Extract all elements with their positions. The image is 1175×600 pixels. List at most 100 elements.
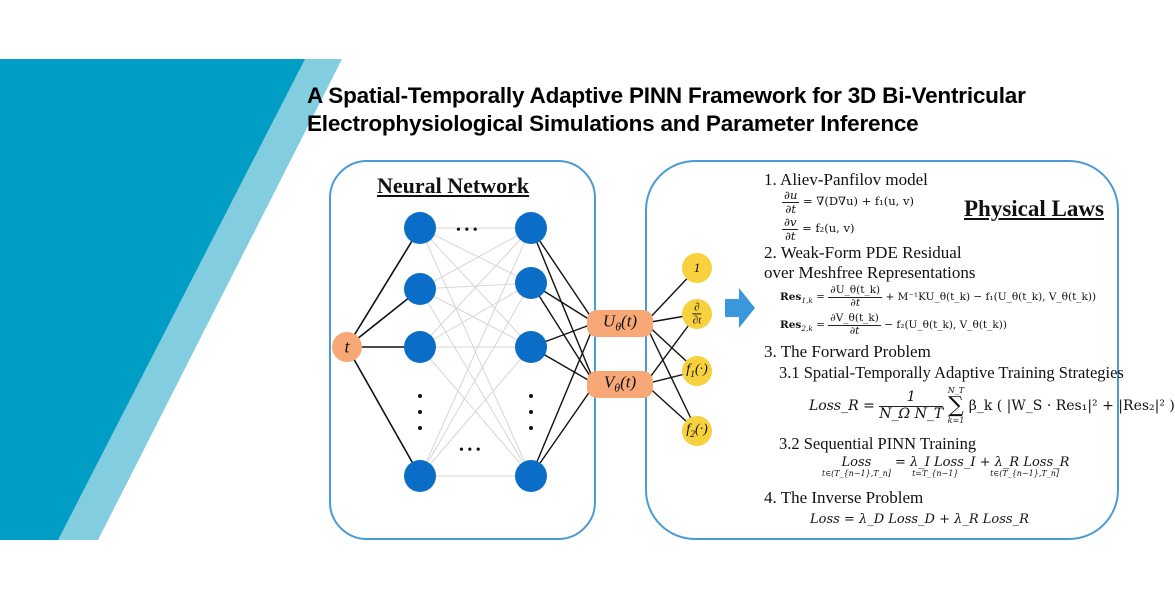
output-node-u [587, 310, 653, 337]
operator-node [682, 416, 712, 446]
hidden-node [515, 460, 547, 492]
ellipsis-dot [529, 394, 533, 398]
aliev-eq-1: ∂u∂t = ∇(D∇u) + f₁(u, v) [782, 189, 914, 215]
res1-num: ∂U_θ(t_k) [828, 284, 883, 298]
physical-laws-panel [645, 160, 1119, 540]
op-ddt-den: ∂t [692, 314, 702, 327]
aliev-eq-2: ∂v∂t = f₂(u, v) [782, 216, 854, 242]
ellipsis-bottom: • • • [459, 443, 481, 458]
op-ddt-num: ∂ [692, 301, 702, 315]
res2-num: ∂V_θ(t_k) [828, 312, 881, 326]
op-f2-arg: (·) [694, 422, 708, 438]
section-2-heading-line-1: 2. Weak-Form PDE Residual [764, 243, 962, 262]
hidden-edge [419, 282, 532, 477]
arrow-icon [725, 288, 755, 328]
seq-eq-under: t=T_{n−1} [912, 469, 959, 478]
output-u-symbol: U [602, 311, 616, 331]
hidden-node [404, 331, 436, 363]
title-line-2: Electrophysiological Simulations and Par… [307, 111, 919, 136]
framework-figure: Neural Network Physical Laws t Uθ(t) Vθ(… [327, 153, 1175, 540]
hidden-edge [419, 346, 532, 477]
op-f1-arg: (·) [694, 362, 708, 378]
hidden-node [404, 273, 436, 305]
output-v-sub: θ [614, 380, 621, 395]
op-f1-label: f1(·) [686, 362, 708, 380]
residual-eq-1: Res1,k = ∂U_θ(t_k)∂t + M⁻¹KU_θ(t_k) − f₁… [780, 284, 1097, 309]
output-edge [530, 227, 596, 324]
ellipsis-dot [418, 394, 422, 398]
eq1-rhs: = ∇(D∇u) + f₁(u, v) [803, 194, 914, 209]
res2-lhs: Res [780, 319, 802, 332]
eq1-den: ∂t [785, 201, 796, 216]
loss-r-num: 1 [879, 389, 944, 407]
output-u-arg: (t) [621, 311, 638, 331]
network-graph [332, 212, 755, 492]
op-ddt-label: ∂∂t [692, 301, 702, 327]
output-v-arg: (t) [620, 372, 637, 392]
ellipsis-dot [418, 410, 422, 414]
residual-eq-2: Res2,k = ∂V_θ(t_k)∂t − f₂(U_θ(t_k), V_θ(… [780, 312, 1007, 337]
output-edge [530, 383, 596, 477]
seq-loss: Loss [841, 455, 872, 470]
sum-sign: ∑ [948, 393, 964, 418]
hidden-edge [419, 282, 532, 290]
seq-eq: = λ_I Loss_I [895, 455, 976, 470]
op-f1-f: f [686, 362, 691, 378]
background-banner [0, 59, 342, 540]
physical-laws-title: Physical Laws [964, 196, 1104, 221]
hidden-node [404, 460, 436, 492]
output-u-label: Uθ(t) [603, 311, 637, 334]
res1-sub: 1,k [801, 296, 813, 306]
ellipsis-dot [529, 426, 533, 430]
output-edge [530, 322, 596, 477]
hidden-node [404, 212, 436, 244]
hidden-edge [419, 227, 532, 348]
sum-upper: N_T [947, 386, 965, 395]
hidden-node [515, 331, 547, 363]
loss-r-lhs: Loss_R = [809, 398, 875, 414]
op-f2-sub: 2 [690, 428, 695, 440]
res2-den: ∂t [849, 324, 860, 337]
res2-rhs: − f₂(U_θ(t_k), V_θ(t_k)) [884, 319, 1007, 332]
input-edge [346, 346, 421, 477]
op-identity-label: 1 [693, 260, 701, 275]
hidden-edge [419, 227, 532, 290]
hidden-edge [419, 227, 532, 284]
operator-node [682, 356, 712, 386]
hidden-edge [419, 288, 532, 477]
section-3-heading: 3. The Forward Problem [764, 342, 931, 361]
input-node [332, 332, 362, 362]
title-line-1: A Spatial-Temporally Adaptive PINN Frame… [307, 83, 1026, 108]
ellipsis-top: • • • [456, 223, 478, 238]
loss-r-rhs: β_k ( |W_S · Res₁|² + |Res₂|² ) [968, 398, 1175, 414]
hidden-edge [419, 282, 532, 348]
banner-dark-stripe [0, 59, 305, 540]
output-v-symbol: V [603, 372, 615, 392]
hidden-node [515, 212, 547, 244]
loss-r-den: N_Ω N_T [879, 405, 944, 422]
res1-den: ∂t [850, 296, 861, 309]
eq2-rhs: = f₂(u, v) [802, 221, 855, 236]
section-2-heading-line-2: over Meshfree Representations [764, 263, 976, 282]
seq-loss-under: t∈(T_{n−1},T_n] [822, 469, 891, 478]
sum-lower: k=1 [947, 416, 965, 425]
inverse-loss-equation: Loss = λ_D Loss_D + λ_R Loss_R [810, 512, 1029, 527]
input-edge [346, 227, 421, 348]
output-edge [530, 282, 596, 385]
section-1-heading: 1. Aliev-Panfilov model [764, 170, 928, 189]
ellipsis-dot [418, 426, 422, 430]
hidden-node [515, 267, 547, 299]
op-f1-sub: 1 [690, 368, 695, 380]
res2-sub: 2,k [801, 324, 813, 334]
op-f2-label: f2(·) [686, 422, 708, 440]
section-3-2-heading: 3.2 Sequential PINN Training [779, 434, 977, 453]
hidden-edge [419, 288, 532, 348]
eq1-num: ∂u [782, 188, 800, 203]
input-node-label: t [344, 336, 350, 357]
hidden-edge [419, 227, 532, 477]
res1-rhs: + M⁻¹KU_θ(t_k) − f₁(U_θ(t_k), V_θ(t_k)) [885, 291, 1097, 304]
eq2-num: ∂v [782, 215, 799, 230]
op-f2-f: f [686, 422, 691, 438]
